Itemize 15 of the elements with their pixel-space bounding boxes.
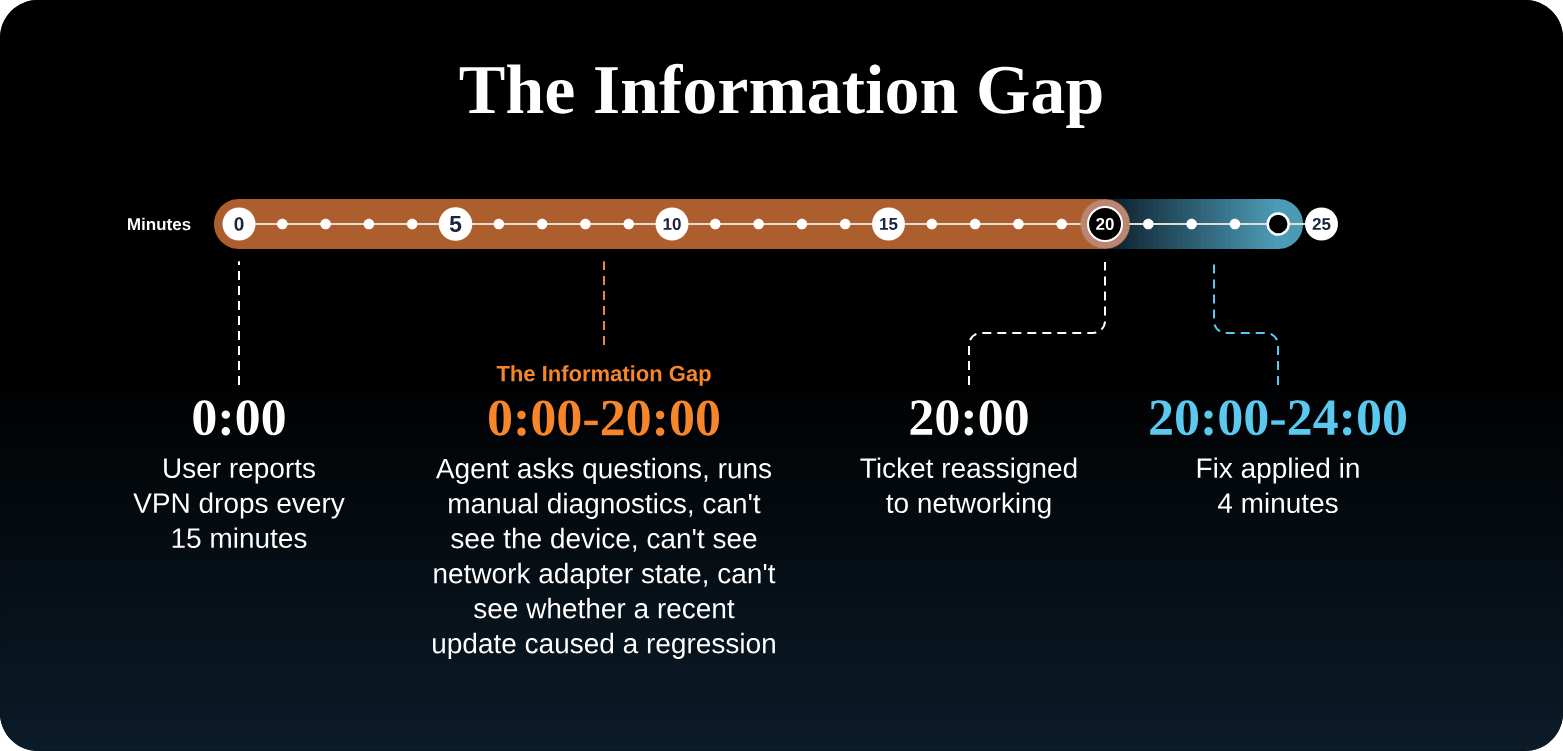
event-subheading: The Information Gap — [496, 365, 711, 386]
axis-label: Minutes — [128, 217, 191, 231]
time-heading: 20:00 — [910, 400, 1028, 436]
title: The Information Gap — [459, 63, 1102, 128]
end-marker — [1266, 212, 1290, 236]
event-description: Agent asks questions, runs manual diagnostics, can't see the device, can't see network adapter state, can't see whether a recent update caused a regression — [433, 457, 776, 659]
leader-line — [968, 261, 1106, 386]
leader-line — [238, 260, 240, 386]
leader-line — [603, 260, 605, 346]
event-description: User reports VPN drops every 15 minutes — [133, 458, 345, 549]
time-heading: 0:00 — [193, 400, 285, 436]
time-heading: 0:00-20:00 — [489, 400, 719, 436]
time-heading: 20:00-24:00 — [1150, 400, 1406, 436]
event-description: Fix applied in 4 minutes — [1197, 457, 1359, 514]
event-description: Ticket reassigned to networking — [860, 457, 1077, 519]
